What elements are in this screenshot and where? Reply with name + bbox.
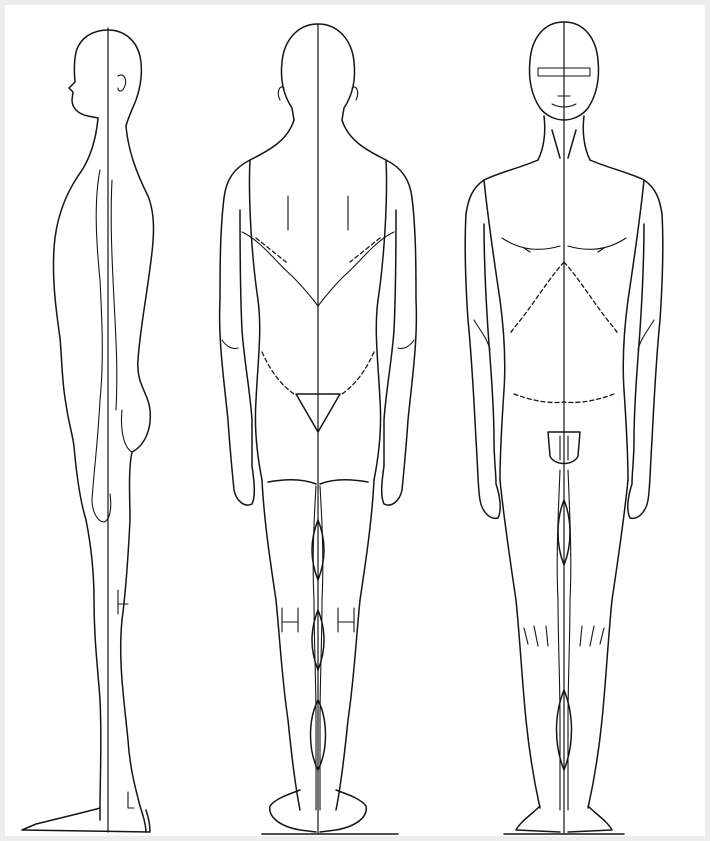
side-ankle-detail	[128, 792, 134, 808]
back-left-leg	[262, 480, 300, 810]
front-view-figure	[465, 22, 663, 834]
front-left-arm	[465, 214, 500, 518]
back-left-arm	[220, 198, 255, 505]
side-back-contour	[121, 126, 154, 832]
front-left-leg	[500, 480, 540, 808]
front-right-arm	[628, 214, 663, 518]
diagram-frame	[5, 5, 705, 836]
side-view-figure	[22, 28, 154, 832]
back-view-figure	[220, 24, 417, 834]
side-arm	[92, 170, 117, 522]
side-head	[69, 30, 141, 126]
side-buttock-detail	[121, 410, 132, 452]
side-front-contour	[53, 118, 100, 820]
side-ear	[118, 75, 126, 91]
back-right-arm	[382, 198, 417, 505]
back-right-leg	[336, 480, 374, 810]
body-proportion-diagram	[5, 5, 705, 836]
side-foot	[22, 808, 150, 832]
front-right-leg	[588, 480, 628, 808]
